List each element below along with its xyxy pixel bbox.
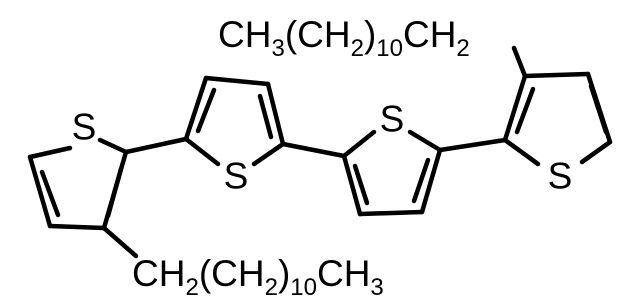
sulfur-atom-2: S (224, 156, 249, 197)
inter-ring-bond-2 (280, 141, 347, 159)
thiophene-ring-1: S (27, 107, 129, 231)
inter-ring-bond-3 (437, 137, 508, 153)
thiophene-ring-2: S (183, 75, 286, 197)
side-chain-bond-4 (511, 45, 528, 79)
sulfur-atom-4: S (548, 156, 573, 197)
thiophene-ring-4: S (502, 71, 613, 197)
sulfur-atom-1: S (72, 107, 97, 148)
top-dodecyl-chain-label: CH3(CH2)10CH2 (218, 14, 470, 62)
inter-ring-bond-1 (123, 136, 189, 155)
sulfur-atom-3: S (380, 99, 405, 140)
bottom-dodecyl-chain-label: CH2(CH2)10CH3 (132, 253, 384, 301)
thiophene-ring-3: S (341, 99, 443, 217)
side-chain-bond-1 (101, 225, 139, 259)
